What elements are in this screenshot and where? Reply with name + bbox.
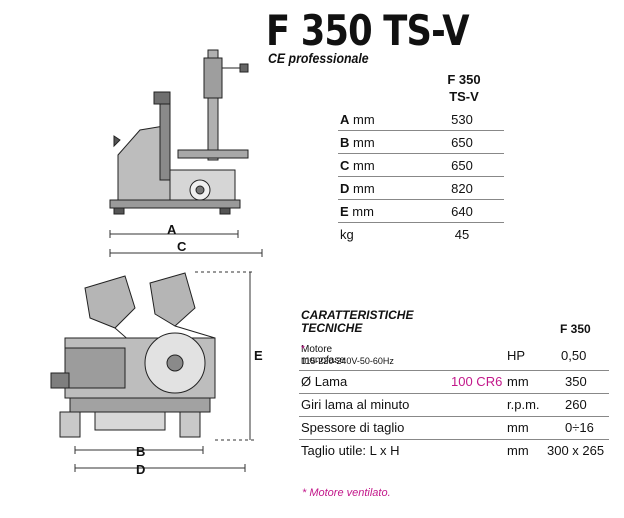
- specs-heading: CARATTERISTICHE TECNICHE: [301, 309, 413, 335]
- spec-value: 0÷16: [565, 420, 594, 435]
- dimension-row: E mm 640: [338, 200, 504, 223]
- dimension-letter: D: [340, 181, 350, 196]
- front-view-drawing: [50, 272, 216, 438]
- dimension-letter: E: [340, 204, 349, 219]
- dimension-letter: A: [340, 112, 350, 127]
- spec-row-thickness: Spessore di taglio mm 0÷16: [299, 417, 609, 440]
- dimension-row: D mm 820: [338, 177, 504, 200]
- front-dimension-lines: [74, 271, 255, 472]
- specs-heading-line1: CARATTERISTICHE: [301, 308, 414, 322]
- specs-column-header: F 350: [560, 322, 591, 336]
- spec-label: Spessore di taglio: [301, 420, 405, 435]
- dimension-unit: mm: [352, 204, 374, 219]
- dimension-unit: mm: [353, 112, 375, 127]
- spec-unit: mm: [507, 374, 529, 389]
- dimension-letter: C: [340, 158, 350, 173]
- dimension-value: 820: [451, 181, 473, 196]
- dimension-value: 650: [451, 158, 473, 173]
- dimension-label-b: B: [136, 444, 146, 459]
- product-subtitle: CE professionale: [268, 50, 369, 66]
- spec-value: 300 x 265: [547, 443, 605, 458]
- dimension-label-e: E: [254, 348, 263, 363]
- spec-row-rpm: Giri lama al minuto r.p.m. 260: [299, 394, 609, 417]
- spec-label: Taglio utile: L x H: [301, 443, 400, 458]
- dimension-letter: B: [340, 135, 350, 150]
- spec-unit: r.p.m.: [507, 397, 540, 412]
- spec-value: 350: [565, 374, 587, 389]
- dimension-label-a: A: [167, 222, 177, 237]
- spec-row-blade: Ø Lama 100 CR6 mm 350: [299, 371, 609, 394]
- dimension-unit: mm: [353, 135, 375, 150]
- spec-value: 260: [565, 397, 587, 412]
- product-title: F 350 TS-V: [266, 6, 470, 55]
- dimensions-header-variant: TS-V: [449, 89, 479, 104]
- motor-asterisk: *: [301, 344, 305, 355]
- dimension-value: 640: [451, 204, 473, 219]
- spec-row-cut: Taglio utile: L x H mm 300 x 265: [299, 440, 609, 462]
- spec-label: Ø Lama: [301, 374, 348, 389]
- footnote: * Motore ventilato.: [302, 487, 391, 499]
- motor-voltage: 115-220-240V-50-60Hz: [301, 356, 394, 366]
- blade-material: 100 CR6: [451, 374, 503, 389]
- spec-label: Giri lama al minuto: [301, 397, 410, 412]
- dimension-row: B mm 650: [338, 131, 504, 154]
- dimension-row: A mm 530: [338, 108, 504, 131]
- side-view-drawing: [109, 49, 249, 215]
- dimension-unit: mm: [353, 158, 375, 173]
- dimension-label-c: C: [177, 239, 187, 254]
- side-dimension-lines: [109, 230, 263, 257]
- spec-unit: mm: [507, 443, 529, 458]
- dimension-row: kg 45: [338, 223, 504, 245]
- spec-row-motor: Motore monofase * 115-220-240V-50-60Hz H…: [299, 342, 609, 371]
- spec-unit: HP: [507, 348, 526, 363]
- dimension-unit: kg: [340, 227, 354, 242]
- spec-unit: mm: [507, 420, 529, 435]
- dimension-value: 45: [454, 227, 470, 242]
- spec-label: Motore monofase: [301, 344, 345, 366]
- specs-heading-line2: TECNICHE: [301, 321, 363, 335]
- dimensions-header-model: F 350: [447, 72, 481, 87]
- dimension-row: C mm 650: [338, 154, 504, 177]
- dimension-unit: mm: [353, 181, 375, 196]
- dimension-value: 650: [451, 135, 473, 150]
- spec-value: 0,50: [561, 348, 587, 363]
- dimension-label-d: D: [136, 462, 146, 477]
- dimension-value: 530: [451, 112, 473, 127]
